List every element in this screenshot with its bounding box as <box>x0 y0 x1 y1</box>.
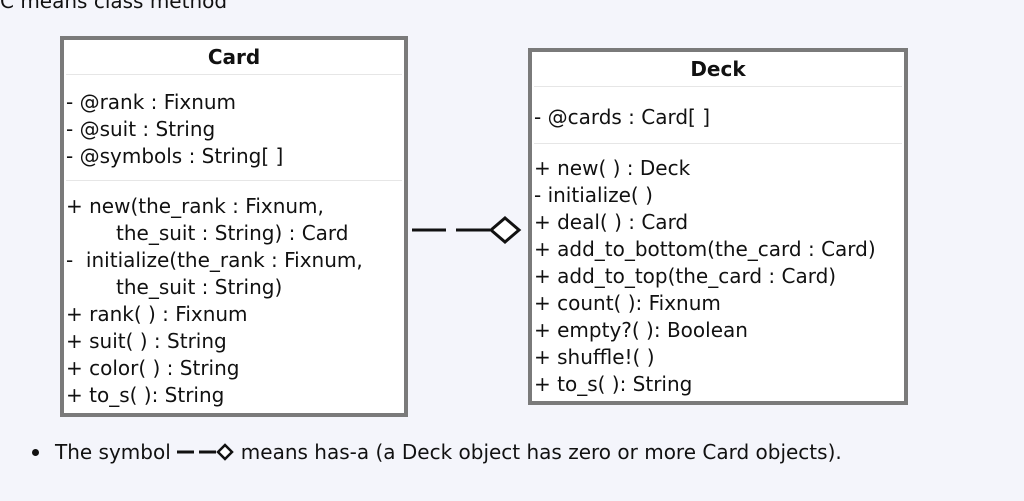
card-method-initialize: - initialize(the_rank : Fixnum, <box>66 248 363 272</box>
card-method-color: + color( ) : String <box>66 356 240 380</box>
legend-bullet: The symbol means has-a (a Deck object ha… <box>32 438 842 466</box>
deck-title-divider <box>534 86 902 87</box>
deck-methods: + new( ) : Deck - initialize( ) + deal( … <box>532 155 904 398</box>
card-method-rank: + rank( ) : Fixnum <box>66 302 248 326</box>
deck-attributes: - @cards : Card[ ] <box>532 104 904 131</box>
deck-method-to-s: + to_s( ): String <box>534 372 693 396</box>
card-method-to-s: + to_s( ): String <box>66 383 225 407</box>
card-methods: + new(the_rank : Fixnum, the_suit : Stri… <box>64 193 404 409</box>
deck-method-add-to-top: + add_to_top(the_card : Card) <box>534 264 837 288</box>
deck-method-shuffle: + shuffle!( ) <box>534 345 655 369</box>
card-class-title: Card <box>207 45 261 69</box>
deck-class-title: Deck <box>690 57 746 81</box>
deck-class-box: Deck - @cards : Card[ ] + new( ) : Deck … <box>528 48 908 405</box>
card-method-new: + new(the_rank : Fixnum, <box>66 194 324 218</box>
has-a-symbol-icon <box>176 443 234 461</box>
deck-attributes-divider <box>534 143 902 144</box>
card-method-new-continued: the_suit : String) : Card <box>116 221 349 245</box>
aggregation-connector <box>412 216 522 244</box>
card-attribute-rank: - @rank : Fixnum <box>66 90 237 114</box>
deck-attribute-cards: - @cards : Card[ ] <box>534 105 711 129</box>
top-note: C means class method <box>0 0 228 13</box>
legend-prefix: The symbol <box>55 440 171 464</box>
deck-method-new: + new( ) : Deck <box>534 156 691 180</box>
card-attribute-symbols: - @symbols : String[ ] <box>66 144 284 168</box>
aggregation-diamond-icon <box>488 216 522 244</box>
card-attributes: - @rank : Fixnum - @suit : String - @sym… <box>64 89 404 170</box>
deck-method-empty: + empty?( ): Boolean <box>534 318 748 342</box>
card-attribute-suit: - @suit : String <box>66 117 216 141</box>
card-title-divider <box>66 74 402 75</box>
legend-suffix: means has-a (a Deck object has zero or m… <box>240 440 842 464</box>
deck-method-deal: + deal( ) : Card <box>534 210 689 234</box>
deck-method-count: + count( ): Fixnum <box>534 291 721 315</box>
deck-method-initialize: - initialize( ) <box>534 183 653 207</box>
card-method-suit: + suit( ) : String <box>66 329 227 353</box>
card-method-initialize-continued: the_suit : String) <box>116 275 283 299</box>
deck-method-add-to-bottom: + add_to_bottom(the_card : Card) <box>534 237 876 261</box>
card-class-box: Card - @rank : Fixnum - @suit : String -… <box>60 36 408 417</box>
card-attributes-divider <box>66 180 402 181</box>
bullet-dot <box>32 448 39 456</box>
